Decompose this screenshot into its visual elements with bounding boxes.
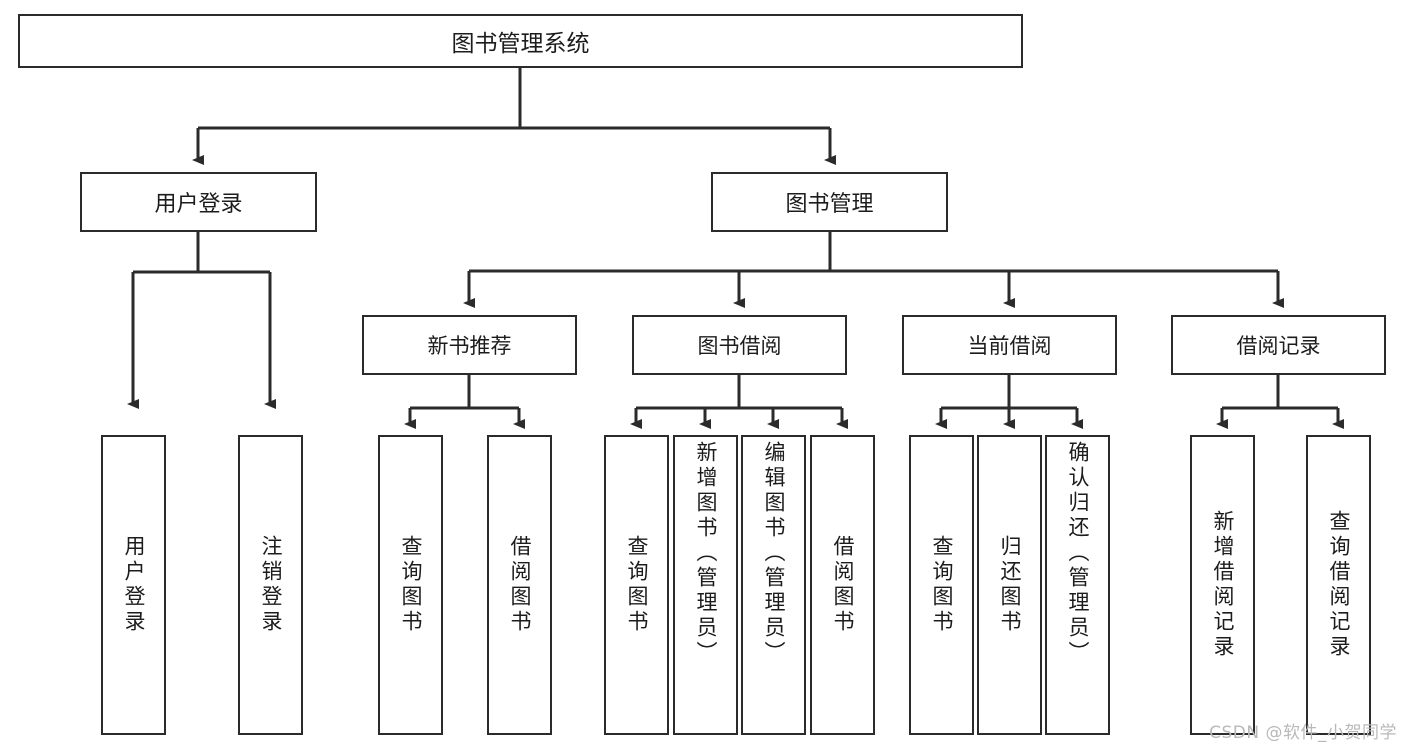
node-leaf-user-login[interactable]: 用户登录 (101, 435, 166, 735)
node-leaf-add-book-label: 新增图书（管理员） (694, 441, 718, 666)
node-leaf-add-record[interactable]: 新增借阅记录 (1190, 435, 1255, 735)
node-leaf-query-book-3[interactable]: 查询图书 (909, 435, 974, 735)
leaf-text-wrap: 查询图书 (911, 437, 972, 733)
node-leaf-borrow-book-2-label: 借阅图书 (831, 535, 855, 635)
node-leaf-add-book[interactable]: 新增图书（管理员） (673, 435, 738, 735)
node-leaf-confirm-return[interactable]: 确认归还（管理员） (1045, 435, 1110, 735)
node-leaf-borrow-book-1[interactable]: 借阅图书 (487, 435, 552, 735)
node-leaf-return-book[interactable]: 归还图书 (977, 435, 1042, 735)
node-leaf-confirm-return-label: 确认归还（管理员） (1066, 441, 1090, 666)
node-user-login-label: 用户登录 (154, 192, 243, 217)
node-new-book-rec-label: 新书推荐 (427, 334, 512, 358)
leaf-text-wrap: 新增借阅记录 (1192, 437, 1253, 733)
node-leaf-query-book-2-label: 查询图书 (625, 535, 649, 635)
leaf-text-wrap: 新增图书（管理员） (675, 437, 736, 737)
leaf-text-wrap: 查询图书 (606, 437, 667, 733)
node-leaf-borrow-book-2[interactable]: 借阅图书 (810, 435, 875, 735)
leaf-text-wrap: 查询图书 (380, 437, 441, 733)
node-leaf-edit-book[interactable]: 编辑图书（管理员） (741, 435, 806, 735)
leaf-text-wrap: 确认归还（管理员） (1047, 437, 1108, 737)
csdn-watermark: CSDN @软件_小贺同学 (1209, 723, 1397, 743)
node-root-label: 图书管理系统 (451, 31, 590, 57)
node-leaf-query-book-1-label: 查询图书 (399, 535, 423, 635)
node-leaf-query-record[interactable]: 查询借阅记录 (1306, 435, 1371, 735)
node-leaf-query-record-label: 查询借阅记录 (1327, 510, 1351, 660)
node-leaf-return-book-label: 归还图书 (998, 535, 1022, 635)
node-user-login[interactable]: 用户登录 (80, 172, 317, 232)
leaf-text-wrap: 借阅图书 (489, 437, 550, 733)
node-book-manage[interactable]: 图书管理 (711, 172, 948, 232)
leaf-text-wrap: 用户登录 (103, 437, 164, 733)
node-leaf-user-login-label: 用户登录 (122, 535, 146, 635)
node-leaf-borrow-book-1-label: 借阅图书 (508, 535, 532, 635)
node-borrow-record-label: 借阅记录 (1236, 334, 1321, 358)
node-current-borrow-label: 当前借阅 (967, 334, 1052, 358)
node-leaf-logout-label: 注销登录 (259, 535, 283, 635)
node-leaf-add-record-label: 新增借阅记录 (1211, 510, 1235, 660)
node-leaf-query-book-1[interactable]: 查询图书 (378, 435, 443, 735)
node-current-borrow[interactable]: 当前借阅 (902, 315, 1117, 375)
node-borrow-record[interactable]: 借阅记录 (1171, 315, 1386, 375)
leaf-text-wrap: 编辑图书（管理员） (743, 437, 804, 737)
node-root[interactable]: 图书管理系统 (18, 14, 1023, 68)
node-leaf-logout[interactable]: 注销登录 (238, 435, 303, 735)
node-new-book-rec[interactable]: 新书推荐 (362, 315, 577, 375)
leaf-text-wrap: 注销登录 (240, 437, 301, 733)
leaf-text-wrap: 查询借阅记录 (1308, 437, 1369, 733)
node-leaf-query-book-2[interactable]: 查询图书 (604, 435, 669, 735)
node-book-borrow[interactable]: 图书借阅 (632, 315, 847, 375)
node-leaf-query-book-3-label: 查询图书 (930, 535, 954, 635)
leaf-text-wrap: 归还图书 (979, 437, 1040, 733)
node-book-manage-label: 图书管理 (785, 192, 874, 217)
node-book-borrow-label: 图书借阅 (697, 334, 782, 358)
node-leaf-edit-book-label: 编辑图书（管理员） (762, 441, 786, 666)
leaf-text-wrap: 借阅图书 (812, 437, 873, 733)
